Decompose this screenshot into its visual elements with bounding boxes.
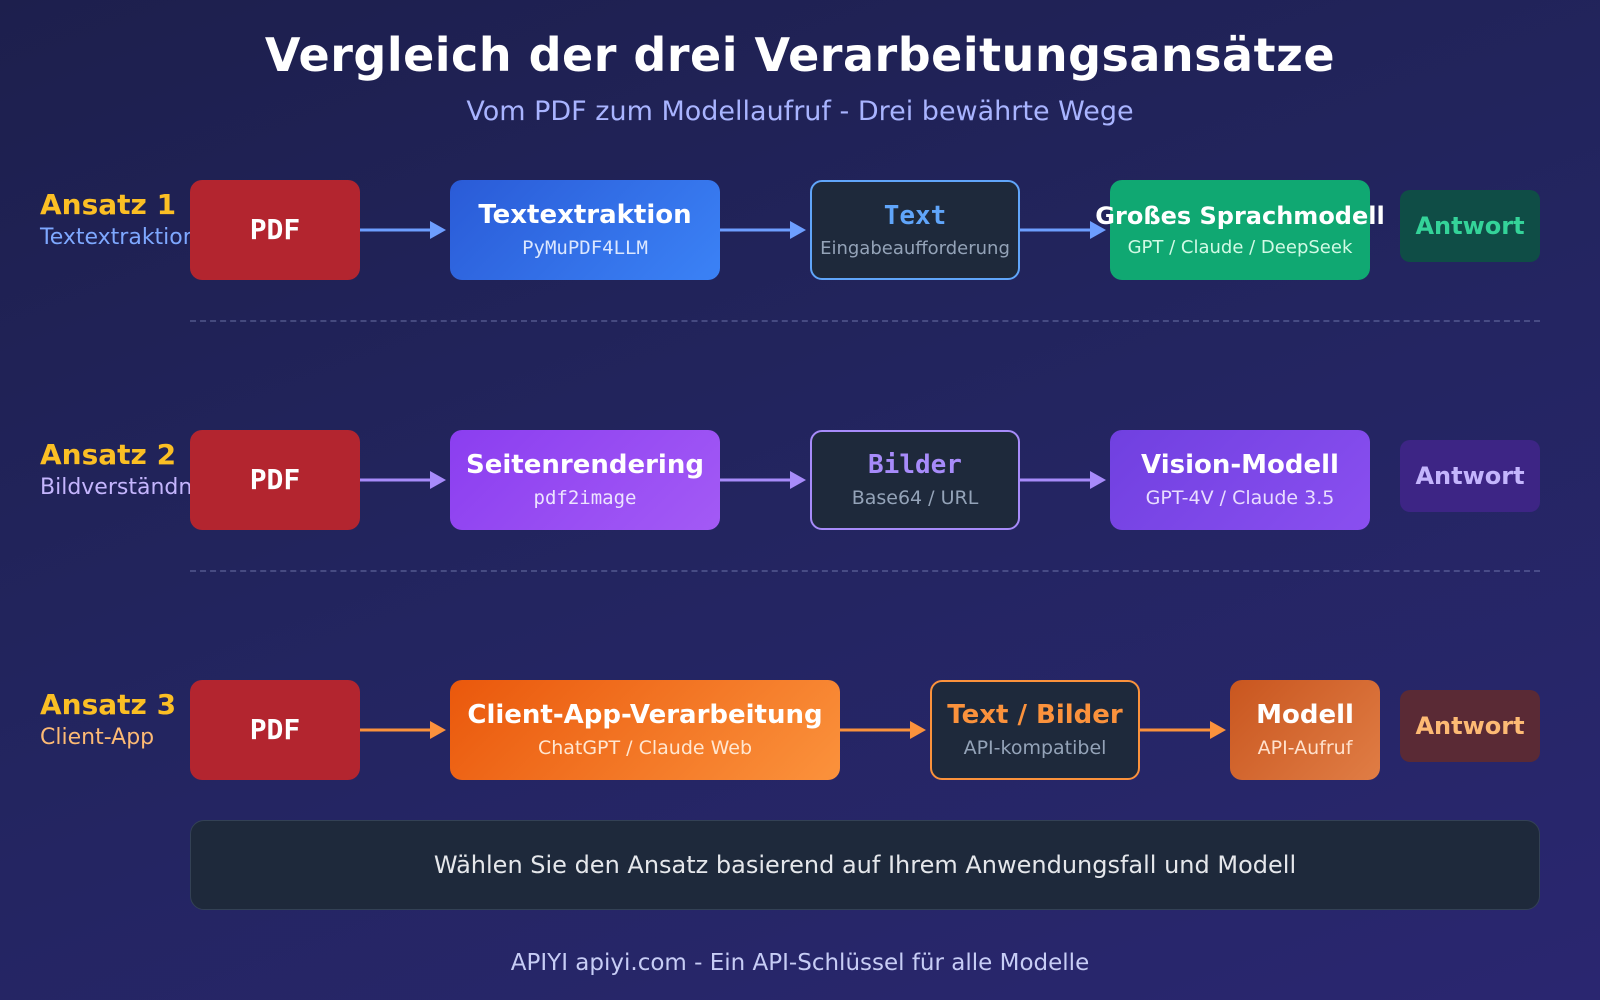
recommendation-note: Wählen Sie den Ansatz basierend auf Ihre… [190, 820, 1540, 910]
row-2-arrow-3 [1020, 471, 1106, 489]
row-2-arrow-2 [720, 471, 806, 489]
row-2-step-1: Seitenrendering pdf2image [450, 430, 720, 530]
row-1-pdf-label: PDF [249, 213, 301, 247]
row-3-step-3-sub: API-Aufruf [1257, 737, 1353, 760]
row-2-step-1-title: Seitenrendering [466, 450, 704, 480]
row-3-step-2-title: Text / Bilder [947, 700, 1123, 730]
footer-credit: APIYI apiyi.com - Ein API-Schlüssel für … [510, 950, 1090, 976]
row-3-arrow-3 [1140, 721, 1226, 739]
row-divider-1 [190, 320, 1540, 322]
row-3-arrow-2 [840, 721, 926, 739]
row-3-answer-label: Antwort [1415, 711, 1525, 740]
row-1-answer-label: Antwort [1415, 211, 1525, 240]
row-2-step-2-sub: Base64 / URL [851, 487, 979, 510]
row-1-pdf-box: PDF [190, 180, 360, 280]
row-2-answer: Antwort [1400, 440, 1540, 512]
row-3-step-3: Modell API-Aufruf [1230, 680, 1380, 780]
row-3-label: Ansatz 3 Client-App [40, 688, 176, 750]
row-1-step-1-sub: PyMuPDF4LLM [522, 237, 648, 260]
row-2-subname: Bildverständnis [40, 475, 210, 500]
row-2-name: Ansatz 2 [40, 438, 177, 471]
row-1-label: Ansatz 1 Textextraktion [40, 188, 197, 250]
row-2-step-2: Bilder Base64 / URL [810, 430, 1020, 530]
row-3-arrow-1 [360, 721, 446, 739]
row-1-step-2-sub: Eingabeaufforderung [820, 237, 1010, 259]
row-3-step-1: Client-App-Verarbeitung ChatGPT / Claude… [450, 680, 840, 780]
row-1-answer: Antwort [1400, 190, 1540, 262]
row-3-step-2-sub: API-kompatibel [963, 737, 1107, 760]
page-subtitle: Vom PDF zum Modellaufruf - Drei bewährte… [466, 96, 1134, 127]
row-1-step-1: Textextraktion PyMuPDF4LLM [450, 180, 720, 280]
row-2-pdf-label: PDF [249, 463, 301, 497]
row-2-arrow-1 [360, 471, 446, 489]
row-1-step-3: Großes Sprachmodell GPT / Claude / DeepS… [1095, 180, 1385, 280]
row-1-arrow-3 [1020, 221, 1106, 239]
row-3-subname: Client-App [40, 725, 155, 750]
row-1-arrow-1 [360, 221, 446, 239]
row-divider-2 [190, 570, 1540, 572]
row-2-answer-label: Antwort [1415, 461, 1525, 490]
row-2-step-3-sub: GPT-4V / Claude 3.5 [1145, 487, 1335, 510]
page-title: Vergleich der drei Verarbeitungsansätze [264, 28, 1336, 82]
row-1-subname: Textextraktion [40, 225, 197, 250]
row-3-pdf-box: PDF [190, 680, 360, 780]
recommendation-text: Wählen Sie den Ansatz basierend auf Ihre… [433, 851, 1297, 879]
row-2-step-2-title: Bilder [868, 450, 962, 480]
row-1-name: Ansatz 1 [40, 188, 177, 221]
row-2-step-1-sub: pdf2image [533, 487, 637, 510]
row-1-arrow-2 [720, 221, 806, 239]
row-3-step-3-title: Modell [1256, 700, 1354, 730]
row-3-pdf-label: PDF [249, 713, 301, 747]
row-3-name: Ansatz 3 [40, 688, 177, 721]
row-2-step-3-title: Vision-Modell [1141, 450, 1339, 480]
row-2-label: Ansatz 2 Bildverständnis [40, 438, 210, 500]
row-3-step-1-sub: ChatGPT / Claude Web [537, 737, 753, 760]
row-2-step-3: Vision-Modell GPT-4V / Claude 3.5 [1110, 430, 1370, 530]
row-3-step-2: Text / Bilder API-kompatibel [930, 680, 1140, 780]
row-1-step-3-title: Großes Sprachmodell [1095, 201, 1385, 230]
row-3-step-1-title: Client-App-Verarbeitung [467, 700, 823, 730]
row-1-step-1-title: Textextraktion [478, 200, 692, 230]
row-1-step-2: Text Eingabeaufforderung [810, 180, 1020, 280]
row-2-pdf-box: PDF [190, 430, 360, 530]
row-1-step-2-title: Text [883, 200, 947, 231]
row-3-answer: Antwort [1400, 690, 1540, 762]
row-1-step-3-sub: GPT / Claude / DeepSeek [1127, 236, 1353, 258]
